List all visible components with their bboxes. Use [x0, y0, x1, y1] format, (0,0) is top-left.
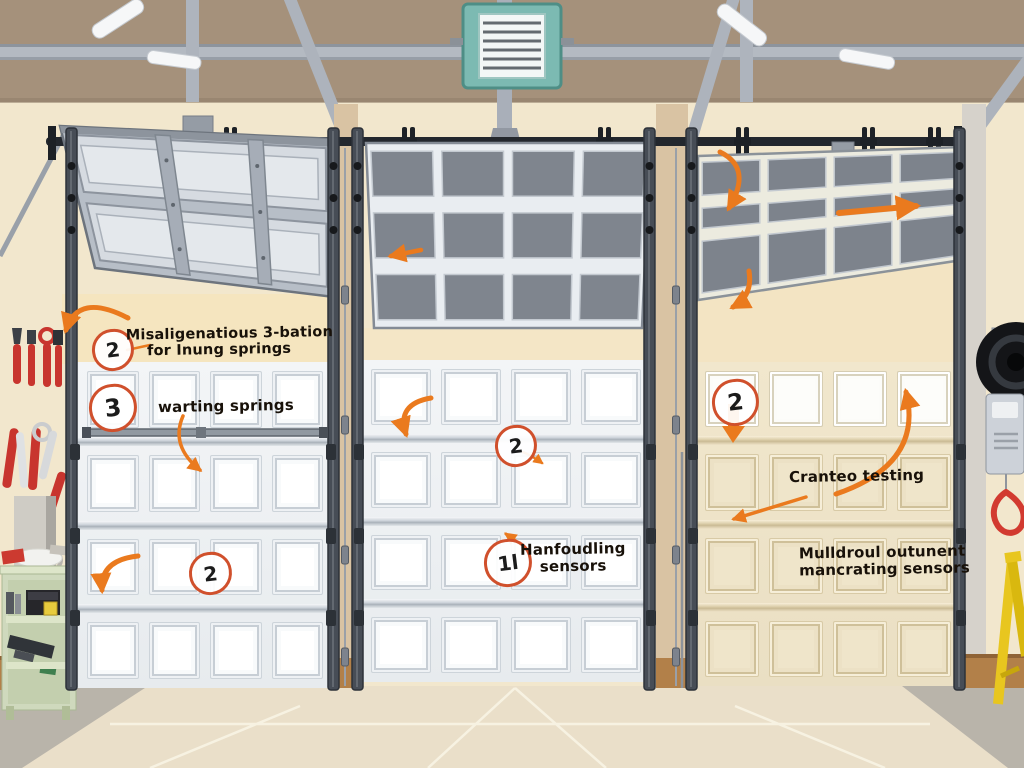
arrow-right-tilted-1: [717, 149, 747, 212]
door-panel: [581, 451, 641, 508]
door-panel: [581, 617, 641, 673]
door-tracks: [65, 127, 966, 691]
door-panel-row: [360, 608, 652, 682]
door-section-seam: [76, 436, 334, 446]
roller-brackets: [70, 444, 966, 626]
tilted-section-left-door: [58, 124, 336, 299]
door-panel: [371, 451, 431, 508]
door-panel: [511, 617, 571, 673]
door-panel: [210, 622, 262, 679]
light-fixtures: [91, 0, 896, 70]
label-sensors: Hanfoudling sensors: [518, 539, 629, 576]
door-section-seam: [360, 599, 652, 609]
door-panel: [371, 534, 431, 591]
door-window-panel: [833, 371, 887, 428]
door-panel: [148, 622, 200, 679]
arrow-right-door-up: [833, 387, 921, 497]
tilted-section-middle-door: [364, 141, 652, 330]
door-panel: [87, 622, 139, 679]
door-panel: [897, 537, 951, 594]
door-panel: [441, 617, 501, 673]
door-section-seam: [694, 519, 962, 529]
door-panel: [371, 617, 431, 673]
label-mancrating-sensors: Mulldroul outunent mancrating sensors: [798, 542, 971, 579]
annotation-arrows: [61, 149, 922, 595]
door-panel: [441, 451, 501, 508]
emergency-release-cord: [990, 489, 1024, 536]
door-panel-row: [76, 446, 334, 521]
label-left-top-line2: for Inung springs: [146, 340, 292, 360]
arrow-right-tilted-2: [836, 195, 922, 221]
door-window-panel: [769, 371, 823, 428]
door-panel: [581, 369, 641, 425]
door-panel: [581, 534, 641, 591]
door-panel: [897, 454, 951, 511]
door-panel: [271, 622, 323, 679]
door-panel: [271, 538, 323, 596]
arrow-to-tools: [61, 304, 131, 335]
door-panel: [271, 371, 323, 428]
door-panel: [441, 369, 501, 425]
badge-middle-mid: 2: [492, 422, 540, 470]
door-panel: [705, 537, 759, 594]
door-panel: [271, 454, 323, 512]
badge-left-mid: 3: [86, 381, 140, 435]
tilted-section-right-door: [696, 145, 964, 302]
door-panel-row: [694, 529, 962, 603]
door-panel-row: [76, 613, 334, 688]
door-panel-row: [694, 612, 962, 686]
badge-right-top: 2: [709, 376, 762, 429]
door-panel: [769, 537, 823, 594]
door-panel: [705, 620, 759, 677]
arrow-right-tilted-3: [729, 268, 753, 310]
arrow-mancrating: [731, 495, 808, 523]
label-warting-springs: warting springs: [157, 395, 295, 417]
door-panel: [833, 620, 887, 677]
door-section-seam: [360, 516, 652, 526]
arrow-middle-tilted: [387, 243, 424, 263]
door-panel: [705, 454, 759, 511]
door-panel: [897, 620, 951, 677]
label-left-top: Misaligenatious 3-bation for Inung sprin…: [126, 324, 333, 360]
door-panel: [769, 620, 823, 677]
door-section-seam: [694, 602, 962, 612]
ceiling-vent: [450, 2, 574, 90]
door-panel-row: [694, 445, 962, 519]
label-mancrating-line2: mancrating sensors: [798, 558, 971, 579]
spring-rod: [82, 427, 328, 438]
door-panel-row: [360, 443, 652, 517]
door-panel: [833, 537, 887, 594]
floor: [0, 686, 1024, 768]
door-panel: [87, 454, 139, 512]
door-section-seam: [76, 604, 334, 614]
badge-left-bottom: 2: [186, 549, 235, 598]
door-panel: [210, 371, 262, 428]
lift-cables: [341, 148, 684, 688]
arrow-middle-door-mid: [390, 395, 434, 438]
storage-shelf: [0, 496, 81, 720]
label-sensors-line1: Hanfoudling: [519, 539, 626, 559]
label-cranteo-testing: Cranteo testing: [788, 465, 925, 487]
arrow-left-door-bottom: [90, 553, 141, 595]
label-sensors-line2: sensors: [539, 555, 607, 576]
arrow-warting-springs: [177, 414, 203, 472]
door-panel: [148, 371, 200, 428]
middle-door: [360, 360, 652, 682]
door-panel: [210, 454, 262, 512]
door-section-seam: [694, 436, 962, 446]
door-panel: [511, 369, 571, 425]
door-opener-unit: [976, 322, 1024, 536]
door-section-seam: [76, 520, 334, 530]
